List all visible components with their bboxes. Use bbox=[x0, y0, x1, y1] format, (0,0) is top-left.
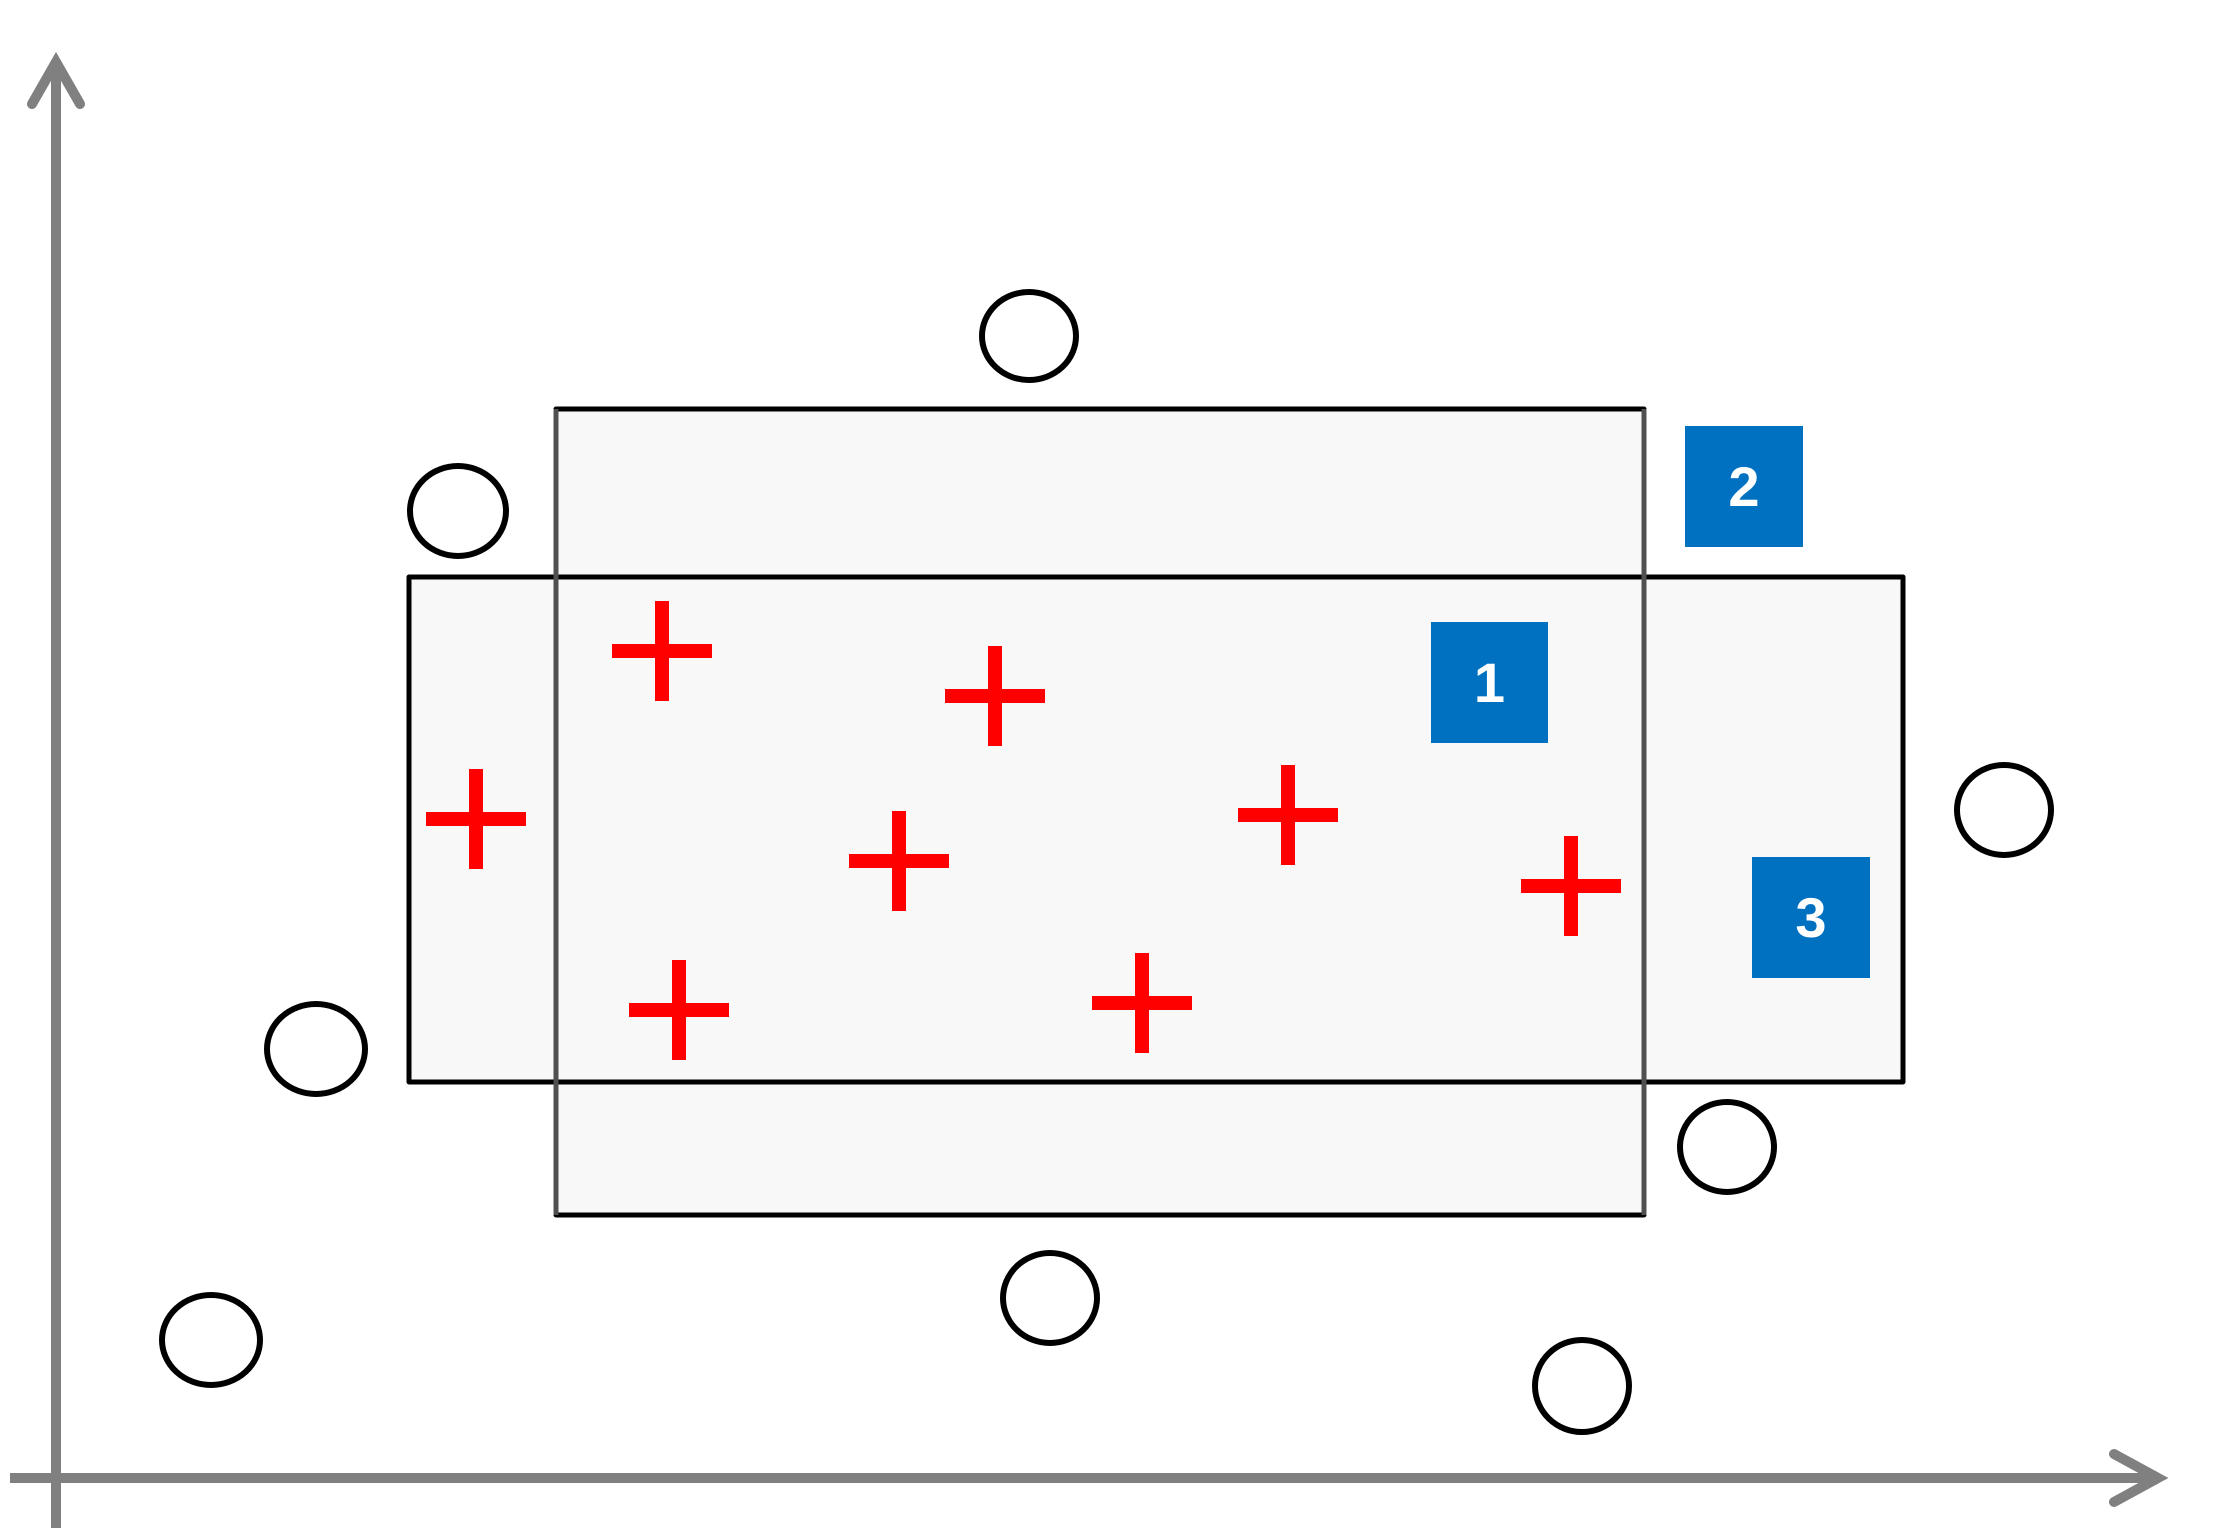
x-axis-arrowhead bbox=[2109, 1449, 2169, 1507]
circle-marker bbox=[264, 1001, 368, 1097]
label-box-3-background bbox=[1752, 857, 1870, 978]
label-box-2-background bbox=[1685, 426, 1803, 547]
plus-marker-horizontal-bar bbox=[1238, 808, 1338, 822]
plus-marker bbox=[1521, 836, 1621, 936]
label-box-2-text: 2 bbox=[1728, 455, 1759, 518]
y-axis-arrowhead bbox=[27, 51, 85, 109]
plus-marker bbox=[1238, 765, 1338, 865]
plus-marker bbox=[945, 646, 1045, 746]
plus-marker-horizontal-bar bbox=[426, 812, 526, 826]
plus-marker-horizontal-bar bbox=[612, 644, 712, 658]
circle-marker bbox=[1677, 1099, 1777, 1195]
y-axis bbox=[27, 51, 85, 1528]
plus-marker-horizontal-bar bbox=[629, 1003, 729, 1017]
circle-marker bbox=[979, 289, 1079, 383]
plus-marker-horizontal-bar bbox=[1092, 996, 1192, 1010]
label-box-3: 3 bbox=[1752, 857, 1870, 978]
plus-marker-horizontal-bar bbox=[849, 854, 949, 868]
label-box-1: 1 bbox=[1431, 622, 1548, 743]
circle-marker bbox=[1000, 1250, 1100, 1346]
label-box-1-background bbox=[1431, 622, 1548, 743]
label-box-1-text: 1 bbox=[1474, 651, 1505, 714]
plus-marker-horizontal-bar bbox=[945, 689, 1045, 703]
label-box-2: 2 bbox=[1685, 426, 1803, 547]
circle-marker bbox=[1954, 762, 2054, 858]
positive-markers bbox=[426, 601, 1621, 1060]
plus-marker bbox=[612, 601, 712, 701]
plus-marker bbox=[426, 769, 526, 869]
circle-marker bbox=[159, 1292, 263, 1388]
plus-marker-horizontal-bar bbox=[1521, 879, 1621, 893]
plus-marker bbox=[629, 960, 729, 1060]
plus-marker bbox=[1092, 953, 1192, 1053]
plus-marker bbox=[849, 811, 949, 911]
x-axis bbox=[10, 1449, 2169, 1507]
negative-markers bbox=[159, 289, 2054, 1435]
circle-marker bbox=[407, 463, 509, 559]
circle-marker bbox=[1532, 1337, 1632, 1435]
label-box-3-text: 3 bbox=[1795, 886, 1826, 949]
